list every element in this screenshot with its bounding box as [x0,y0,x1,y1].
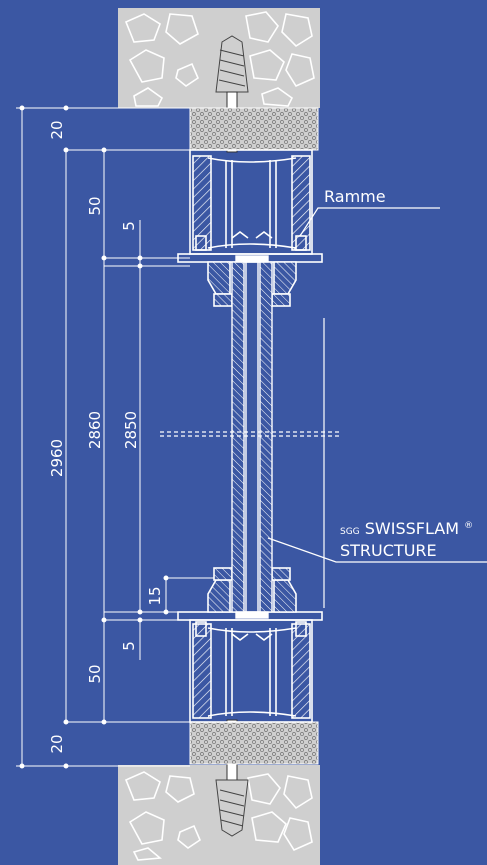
product-name: SWISSFLAM [365,519,459,538]
dim-top-50: 50 [86,196,104,215]
product-callout: SGG SWISSFLAM ® STRUCTURE [267,519,487,563]
dim-top-5: 5 [120,221,138,231]
dim-top-20: 20 [48,120,66,139]
dim-2960: 2960 [48,439,66,477]
dim-2850: 2850 [122,411,140,449]
product-label-line2: STRUCTURE [340,541,437,560]
top-stone-wall [118,8,320,108]
dim-bottom-5: 5 [120,641,138,651]
bottom-insulation-band [189,721,319,765]
dim-bottom-50: 50 [86,664,104,683]
dim-bottom-20: 20 [48,734,66,753]
bottom-flange [177,567,323,621]
bottom-frame-profile [189,619,313,723]
dim-bottom-15: 15 [146,586,164,605]
frame-callout: Ramme [299,187,440,237]
glass-pane [231,255,273,619]
dim-2860: 2860 [86,411,104,449]
center-break-line [160,431,340,437]
product-prefix: SGG [340,527,360,537]
top-insulation-band [189,107,319,151]
top-frame-profile [189,149,313,255]
dimension-lines [16,105,214,769]
product-label-line1: SGG SWISSFLAM ® [340,519,473,538]
product-mark: ® [464,521,473,531]
frame-label: Ramme [324,187,386,206]
top-flange [177,253,323,307]
